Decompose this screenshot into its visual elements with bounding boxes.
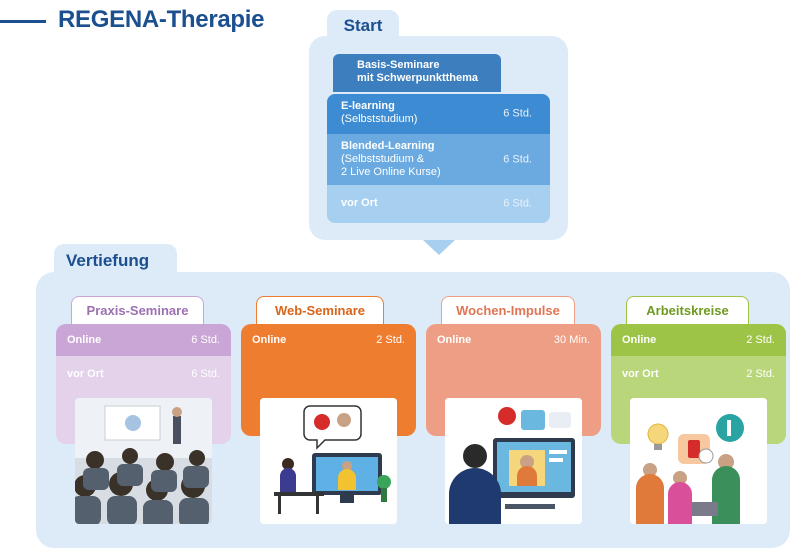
basis-seminare-tab: Basis-Seminare mit Schwerpunktthema xyxy=(333,54,501,92)
offer-subtitle-2: 2 Live Online Kurse) xyxy=(341,166,441,178)
row-duration: 6 Std. xyxy=(191,368,220,380)
offer-vor-ort[interactable]: vor Ort 6 Std. xyxy=(327,185,550,223)
card-title-arbeitskreise[interactable]: Arbeitskreise xyxy=(626,296,749,326)
card-title-wochen-impulse[interactable]: Wochen-Impulse xyxy=(441,296,575,326)
row-duration: 6 Std. xyxy=(191,334,220,346)
arbeitskreise-illustration-image xyxy=(630,398,767,524)
row-name: Online xyxy=(622,334,657,346)
arrow-down-icon xyxy=(423,240,455,255)
row-name: vor Ort xyxy=(622,368,659,380)
offer-subtitle: (Selbststudium) xyxy=(341,113,418,125)
offer-blended-learning[interactable]: Blended-Learning (Selbststudium & 2 Live… xyxy=(327,134,550,185)
card-row-online[interactable]: Online 2 Std. xyxy=(611,324,786,356)
basis-line-2: mit Schwerpunktthema xyxy=(357,72,479,84)
row-name: vor Ort xyxy=(67,368,104,380)
seminar-photo-image xyxy=(75,398,212,524)
wochen-impulse-illustration-image xyxy=(445,398,582,524)
web-seminar-illustration-image xyxy=(260,398,397,524)
card-row-online[interactable]: Online 2 Std. xyxy=(241,324,416,356)
card-title-web-seminare[interactable]: Web-Seminare xyxy=(256,296,384,326)
card-row-vor-ort[interactable]: vor Ort 6 Std. xyxy=(56,358,231,390)
offer-e-learning[interactable]: E-learning (Selbststudium) 6 Std. xyxy=(327,94,550,134)
card-row-vor-ort[interactable]: vor Ort 2 Std. xyxy=(611,358,786,390)
card-title-praxis-seminare[interactable]: Praxis-Seminare xyxy=(71,296,204,326)
card-row-online[interactable]: Online 30 Min. xyxy=(426,324,601,356)
card-row-online[interactable]: Online 6 Std. xyxy=(56,324,231,356)
basis-line-1: Basis-Seminare xyxy=(357,59,440,71)
offer-title: vor Ort xyxy=(341,197,378,209)
row-name: Online xyxy=(67,334,102,346)
offer-duration: 6 Std. xyxy=(503,197,532,210)
offer-duration: 6 Std. xyxy=(503,153,532,165)
title-accent-line xyxy=(0,20,46,23)
row-duration: 2 Std. xyxy=(746,368,775,380)
page-title: REGENA-Therapie xyxy=(58,6,265,33)
row-duration: 2 Std. xyxy=(376,334,405,346)
row-duration: 2 Std. xyxy=(746,334,775,346)
row-duration: 30 Min. xyxy=(553,334,590,346)
offer-title: Blended-Learning xyxy=(341,140,435,152)
vertiefung-tab: Vertiefung xyxy=(54,244,177,278)
offer-subtitle: (Selbststudium & xyxy=(341,153,425,165)
row-name: Online xyxy=(437,334,472,346)
row-name: Online xyxy=(252,334,287,346)
offer-title: E-learning xyxy=(341,100,395,112)
offer-duration: 6 Std. xyxy=(503,107,532,120)
start-tab: Start xyxy=(327,10,399,42)
